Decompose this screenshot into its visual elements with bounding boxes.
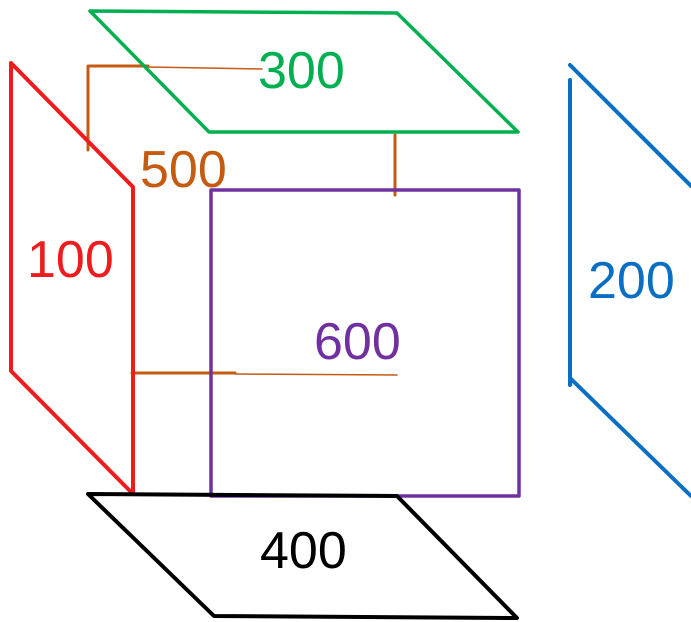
- face-top-label: 300: [258, 42, 345, 100]
- face-back-outline-top: [86, 64, 150, 152]
- face-front-label: 600: [314, 313, 401, 371]
- face-right-outline: [568, 63, 691, 188]
- face-left-label: 100: [27, 231, 114, 289]
- face-bottom: 400: [86, 492, 519, 620]
- face-left: 100: [9, 61, 135, 496]
- face-back-outline-bottom-thin: [234, 373, 398, 376]
- face-top: 300: [88, 9, 520, 134]
- face-bottom-label: 400: [260, 522, 347, 580]
- face-top-outline: [88, 9, 520, 134]
- face-front: 600: [209, 188, 521, 498]
- face-bottom-outline: [86, 492, 519, 620]
- face-right-edge-bottom: [568, 376, 691, 498]
- face-right-label: 200: [588, 252, 675, 310]
- face-back-outline-top-thin: [147, 66, 263, 70]
- face-right: 200: [568, 63, 691, 498]
